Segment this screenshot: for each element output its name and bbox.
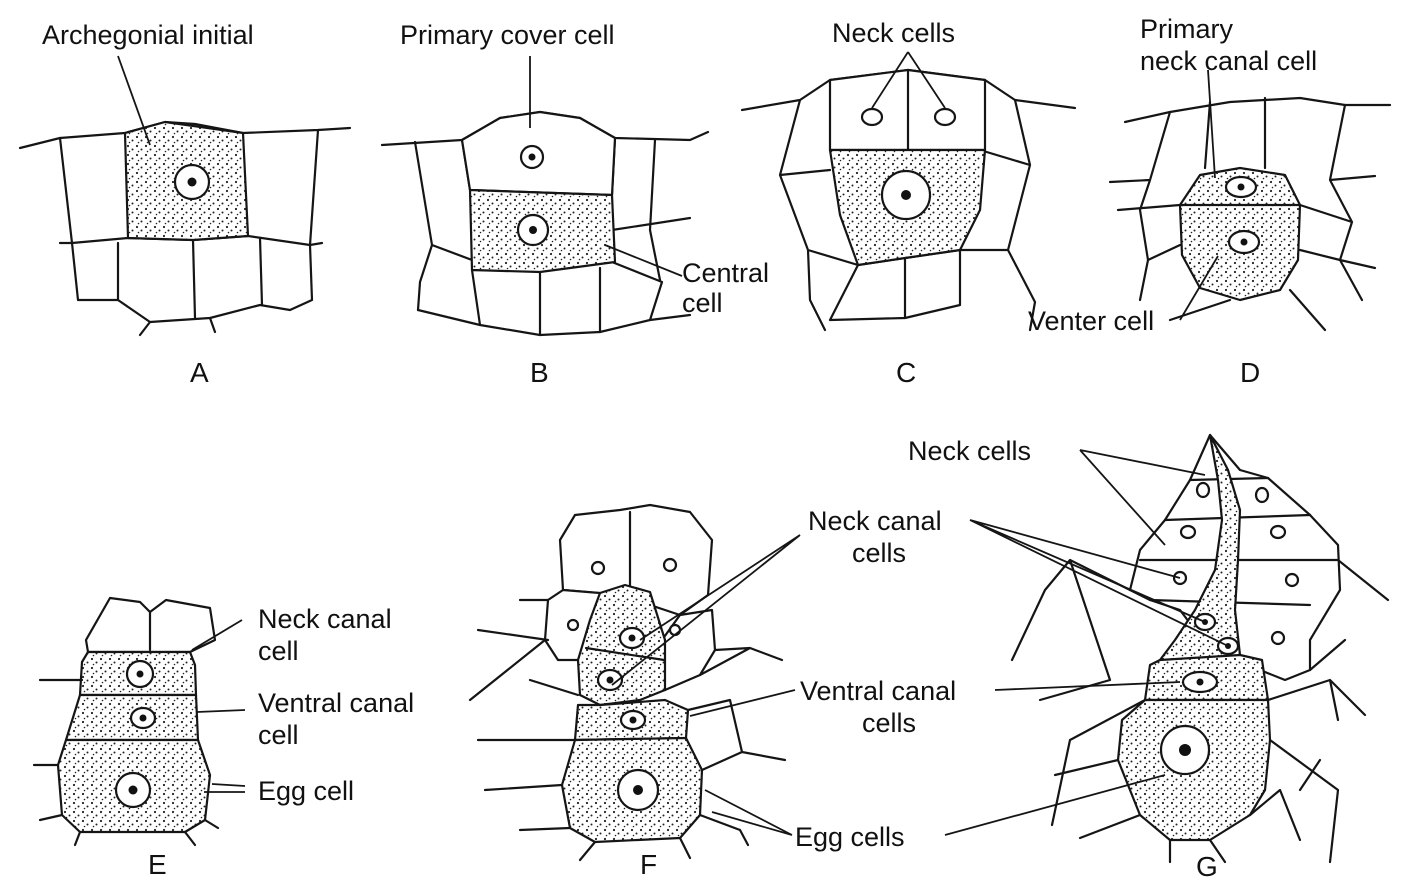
label-neck-cells-c: Neck cells <box>832 18 955 48</box>
label-primary-cover-cell: Primary cover cell <box>400 20 615 50</box>
label-neck-canal-e: Neck canal <box>258 604 392 634</box>
panel-letter-c: C <box>896 357 916 388</box>
label-egg-cell: Egg cell <box>258 776 354 806</box>
panel-c: Neck cells C <box>742 18 1075 388</box>
panel-e: Neck canal cell Ventral canal cell Egg c… <box>34 598 414 880</box>
panel-a-basal-cells <box>72 236 312 322</box>
panel-f-neck-nucleus-4 <box>670 625 680 635</box>
panel-letter-a: A <box>190 357 209 388</box>
panel-f-neck-nucleus-3 <box>568 620 578 630</box>
label-ventral-canal-f: Ventral canal <box>800 676 956 706</box>
label-central: Central <box>682 258 769 288</box>
primary-neck-canal-nucleolus <box>1238 184 1245 191</box>
panel-g-neck-nucleus-6 <box>1286 574 1298 586</box>
panel-f-egg-pointers <box>705 790 792 835</box>
panel-f-ventral-pointer <box>690 690 795 716</box>
label-neck-canal-cell-e: cell <box>258 636 299 666</box>
panel-e-ventral-pointer <box>197 710 245 712</box>
panel-f-neck-nucleus-1 <box>592 562 604 574</box>
panel-d-surface-wall <box>1125 98 1390 122</box>
panel-letter-g: G <box>1196 851 1218 882</box>
panel-e-egg-pointer <box>204 784 245 792</box>
panel-f: Neck canal cells Ventral canal cells Egg… <box>470 505 956 880</box>
panel-g-neck-nucleus-2 <box>1256 488 1268 502</box>
panel-g-neck-nucleus-1 <box>1197 483 1209 497</box>
panel-g-neck-nucleus-7 <box>1272 632 1284 644</box>
panel-e-egg-nucleolus <box>129 786 138 795</box>
panel-g: Neck cells G <box>908 435 1388 882</box>
panel-letter-f: F <box>640 849 657 880</box>
label-neck-cells-g: Neck cells <box>908 436 1031 466</box>
label-primary: Primary <box>1140 14 1233 44</box>
panel-g-egg-pointer <box>945 775 1165 835</box>
label-archegonial-initial: Archegonial initial <box>42 20 254 50</box>
neck-cell-nucleus-left <box>862 109 882 125</box>
panel-a: Archegonial initial A <box>20 20 350 388</box>
label-neck-canal-cell-d: neck canal cell <box>1140 46 1317 76</box>
panel-b: Primary cover cell Central cell B <box>382 20 769 388</box>
label-central-cell-line2: cell <box>682 288 723 318</box>
panel-g-egg-nucleolus <box>1179 744 1191 756</box>
label-ventral-canal-e: Ventral canal <box>258 688 414 718</box>
panel-f-neck-canal-nucleolus-2 <box>607 677 614 684</box>
panel-g-neck-nucleus-4 <box>1271 526 1285 538</box>
panel-letter-b: B <box>530 357 549 388</box>
panel-f-neck-canal-nucleolus-1 <box>629 635 636 642</box>
neck-cell-nucleus-right <box>935 109 955 125</box>
panel-b-basal-cells <box>472 262 662 335</box>
panel-g-neck-nucleus-3 <box>1181 526 1195 538</box>
panel-g-ventral-canal-nucleolus <box>1197 679 1204 686</box>
panel-e-ventral-canal-nucleolus <box>140 715 147 722</box>
cover-cell-nucleolus <box>529 154 536 161</box>
label-cells-f: cells <box>852 538 906 568</box>
panel-a-nucleolus <box>188 178 197 187</box>
panel-letter-e: E <box>148 849 167 880</box>
label-ventral-cells-f: cells <box>862 708 916 738</box>
panel-f-ventral-canal-nucleolus <box>630 717 637 724</box>
label-egg-cells: Egg cells <box>795 822 905 852</box>
panel-letter-d: D <box>1240 357 1260 388</box>
panel-f-egg-nucleolus <box>633 785 643 795</box>
label-neck-canal-f: Neck canal <box>808 506 942 536</box>
panel-e-neck-canal-nucleolus <box>137 671 144 678</box>
panel-f-neck-nucleus-2 <box>664 559 676 571</box>
label-ventral-canal-cell-e: cell <box>258 720 299 750</box>
panel-d: Primary neck canal cell Venter cell D <box>1028 14 1390 388</box>
label-venter-cell: Venter cell <box>1028 306 1154 336</box>
venter-cell-nucleolus <box>1241 239 1248 246</box>
central-cell-nucleolus <box>529 226 537 234</box>
panel-c-central-nucleolus <box>901 190 911 200</box>
